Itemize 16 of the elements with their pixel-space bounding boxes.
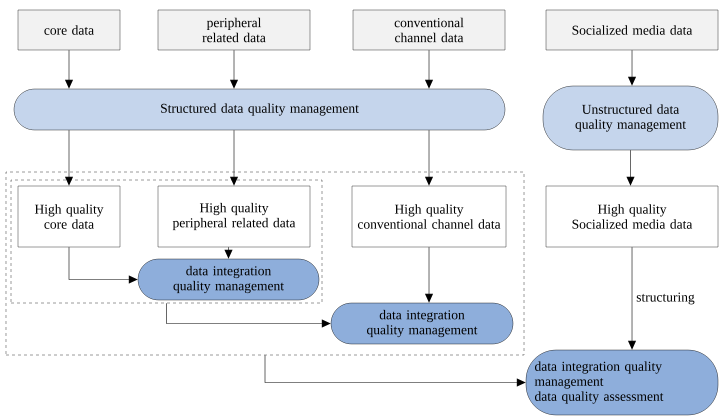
data-box: High quality peripheral related data bbox=[158, 186, 310, 248]
source-box: Socialized media data bbox=[546, 10, 718, 50]
dashed-group bbox=[6, 172, 524, 356]
source-box: core data bbox=[18, 10, 120, 50]
integration-pill: data integration quality management bbox=[138, 258, 320, 300]
source-box: peripheral related data bbox=[158, 10, 310, 50]
data-box: High quality Socialized media data bbox=[546, 186, 718, 248]
process-pill: Structured data quality management bbox=[14, 88, 506, 130]
data-box: High quality conventional channel data bbox=[352, 186, 506, 248]
edge-label: structuring bbox=[635, 292, 696, 306]
source-box: conventional channel data bbox=[352, 10, 506, 50]
process-pill: Unstructured data quality management bbox=[542, 86, 718, 150]
data-box: High quality core data bbox=[18, 186, 120, 248]
dashed-group bbox=[10, 180, 322, 304]
integration-pill: data integration quality management data quality assessment bbox=[526, 350, 718, 416]
integration-pill: data integration quality management bbox=[330, 302, 514, 344]
